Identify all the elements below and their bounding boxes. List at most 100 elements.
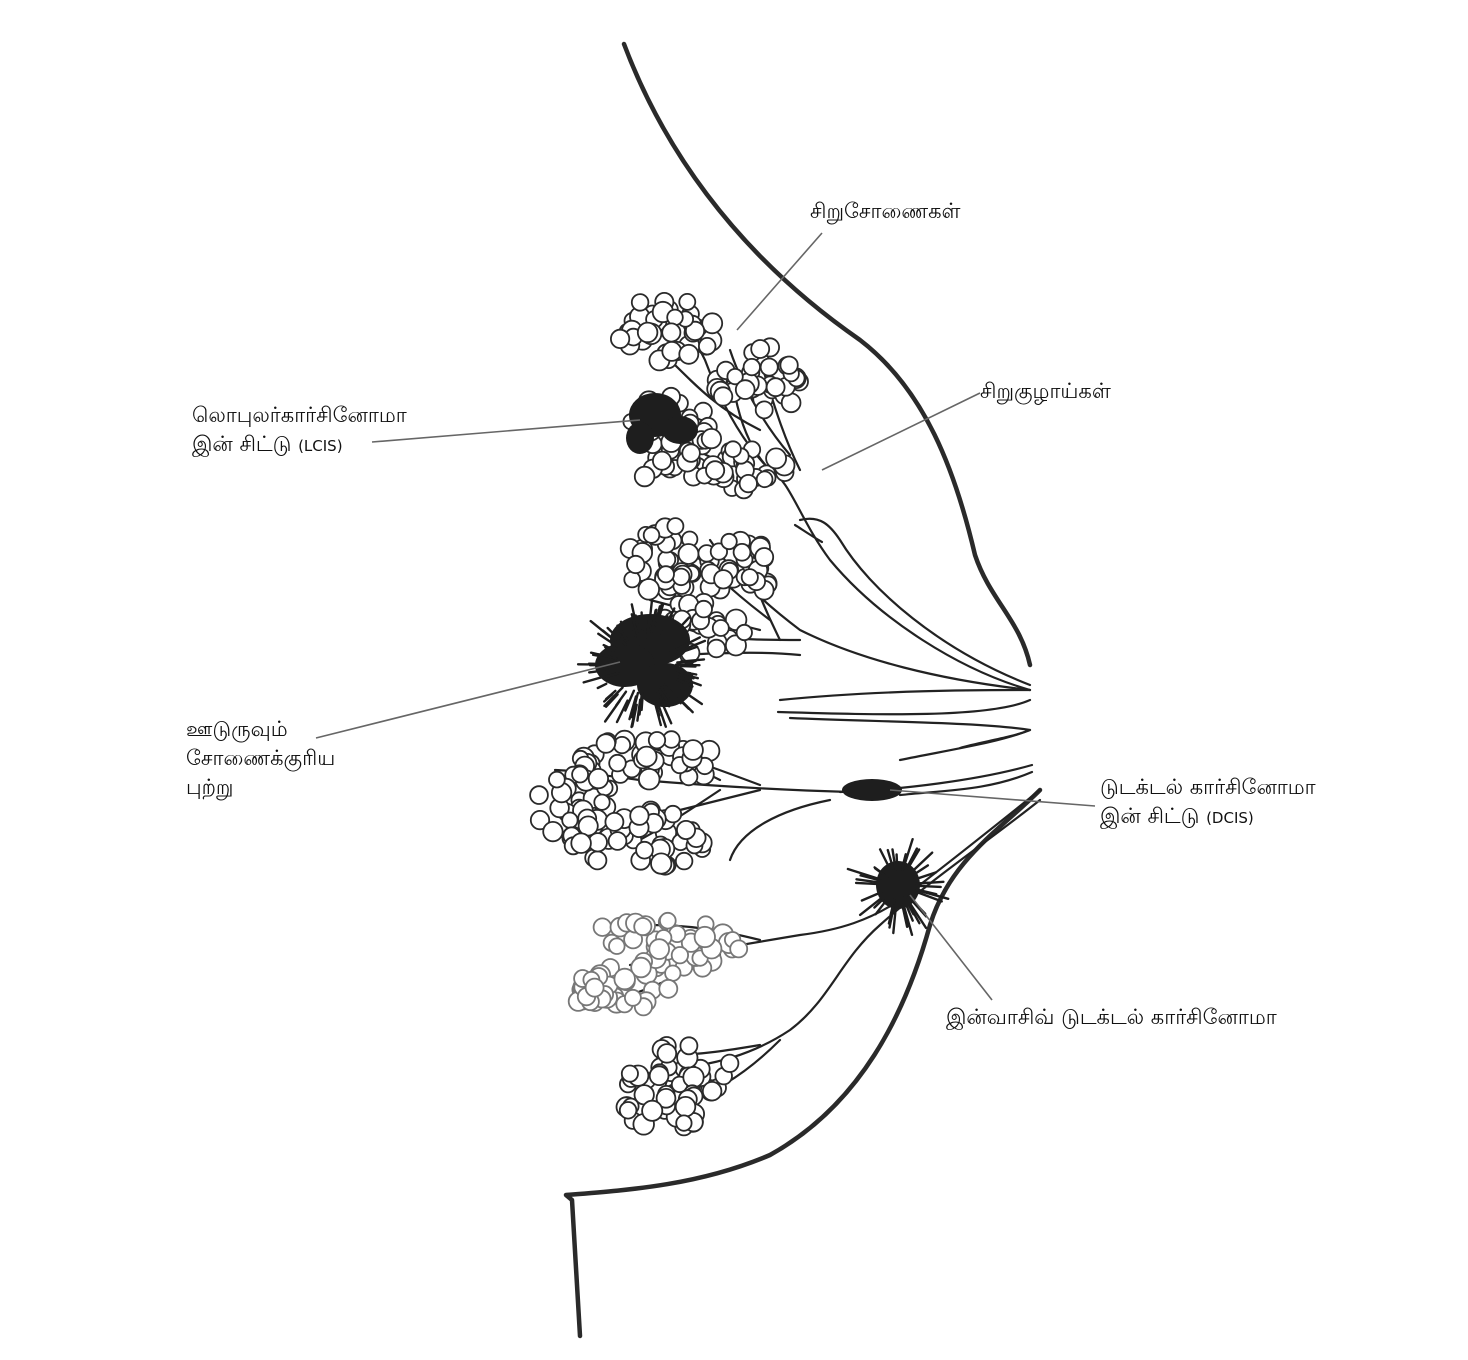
alveolus xyxy=(738,473,758,494)
alveolus xyxy=(735,623,753,642)
breast-outline-lower xyxy=(563,787,1043,1339)
tumor-spike xyxy=(902,904,914,936)
label-ductules: சிறுகுழாய்கள் xyxy=(980,377,1111,406)
tumor-spike xyxy=(659,686,673,703)
alveolus xyxy=(765,377,786,398)
alveolus xyxy=(650,852,673,875)
alveolus xyxy=(658,911,677,930)
alveolus xyxy=(647,731,667,750)
tumor-spike xyxy=(911,871,938,882)
alveolus xyxy=(661,322,682,343)
tumor-spike xyxy=(655,689,665,705)
tumor-spike xyxy=(860,890,883,902)
tumor-spike xyxy=(597,632,619,648)
tumor-spike xyxy=(903,895,921,925)
tumor-spike xyxy=(658,615,669,636)
tumor-spike xyxy=(672,676,694,688)
alveolus xyxy=(561,811,579,829)
alveolus xyxy=(637,578,661,601)
tumor-spike xyxy=(634,614,640,633)
alveolus xyxy=(623,570,641,589)
tumor-spike xyxy=(892,899,898,935)
label-dcis-line2-wrap: இன் சிட்டு (DCIS) xyxy=(1100,802,1316,833)
invasive-lobular-tumor xyxy=(576,598,707,729)
alveolus xyxy=(648,938,670,960)
alveolus xyxy=(726,367,744,386)
tumor-spike xyxy=(630,613,637,629)
alveolus xyxy=(638,768,661,791)
tumor-spike xyxy=(895,853,899,871)
alveolus xyxy=(548,770,566,789)
alveolus xyxy=(693,925,716,949)
leader-dcis xyxy=(889,789,1096,807)
tumor-spike xyxy=(646,620,650,639)
alveolus xyxy=(633,465,656,488)
alveolus xyxy=(678,343,700,365)
alveolus xyxy=(755,470,774,489)
alveolus xyxy=(633,917,653,937)
alveolus xyxy=(670,946,690,965)
alveolus xyxy=(595,733,617,754)
dcis-tumor xyxy=(842,779,902,801)
alveolus xyxy=(642,526,661,544)
alveolus xyxy=(750,339,771,359)
tumor-spike xyxy=(656,700,667,728)
alveolus xyxy=(635,745,658,768)
tumor-spike xyxy=(603,686,624,708)
alveolus xyxy=(587,850,608,871)
alveolus xyxy=(529,809,551,831)
tumor-spike xyxy=(601,629,617,643)
label-lcis-line2-wrap: இன் சிட்டு (LCIS) xyxy=(192,430,407,461)
tumor-spike xyxy=(653,698,662,727)
label-ilc-line3: புற்று xyxy=(186,775,234,799)
alveolus xyxy=(701,1080,723,1102)
label-lcis-line2: இன் சிட்டு xyxy=(192,432,292,456)
label-idc-text: இன்வாசிவ் டுடக்டல் கார்சினோமா xyxy=(946,1005,1277,1029)
alveolus xyxy=(674,1095,697,1118)
alveolus xyxy=(571,765,589,784)
tumor-spike xyxy=(903,838,914,866)
tumor-spike xyxy=(680,688,704,706)
alveolus xyxy=(613,967,636,991)
alveolus xyxy=(732,542,752,562)
alveolus xyxy=(740,568,759,587)
alveolus xyxy=(641,1099,664,1122)
tumor-spike xyxy=(904,854,915,872)
tumor-spike xyxy=(888,904,896,929)
alveolus xyxy=(694,599,713,619)
tumor-spike xyxy=(604,693,619,708)
label-lcis-line1: லொபுலர்கார்சினோமா xyxy=(192,403,407,427)
tumor-spike xyxy=(878,848,892,872)
alveolus xyxy=(682,1066,705,1089)
tumor-spike xyxy=(676,659,697,664)
tumor-spike xyxy=(624,689,636,712)
alveolus xyxy=(655,1088,677,1109)
alveolus xyxy=(656,1043,678,1064)
alveolus xyxy=(700,427,723,450)
label-ilc-line2: சோணைக்குரிய xyxy=(186,746,336,770)
alveolus xyxy=(587,767,610,790)
tumor-spike xyxy=(916,880,945,885)
alveolus xyxy=(681,443,701,463)
alveolus xyxy=(674,851,694,871)
tumor-spike xyxy=(660,615,673,636)
tumor-spike xyxy=(846,867,881,881)
label-dcis: டுடக்டல் கார்சினோமா இன் சிட்டு (DCIS) xyxy=(1100,773,1316,833)
alveolus xyxy=(720,532,738,551)
alveolus xyxy=(636,321,659,344)
alveolus xyxy=(676,820,697,841)
lcis-tumor xyxy=(626,393,698,454)
alveolus xyxy=(734,379,756,400)
alveolus xyxy=(542,820,564,843)
tumor-spike xyxy=(891,848,897,871)
alveolus xyxy=(630,956,652,979)
tumor-spike xyxy=(679,671,694,677)
alveolus xyxy=(765,447,787,470)
alveolus xyxy=(675,1114,693,1132)
tumor-spike xyxy=(910,864,930,878)
lobule-alveoli xyxy=(529,291,809,1137)
alveolus xyxy=(671,567,691,587)
alveolus xyxy=(608,753,627,773)
tumor-spike xyxy=(640,611,644,631)
alveolus xyxy=(711,619,730,637)
